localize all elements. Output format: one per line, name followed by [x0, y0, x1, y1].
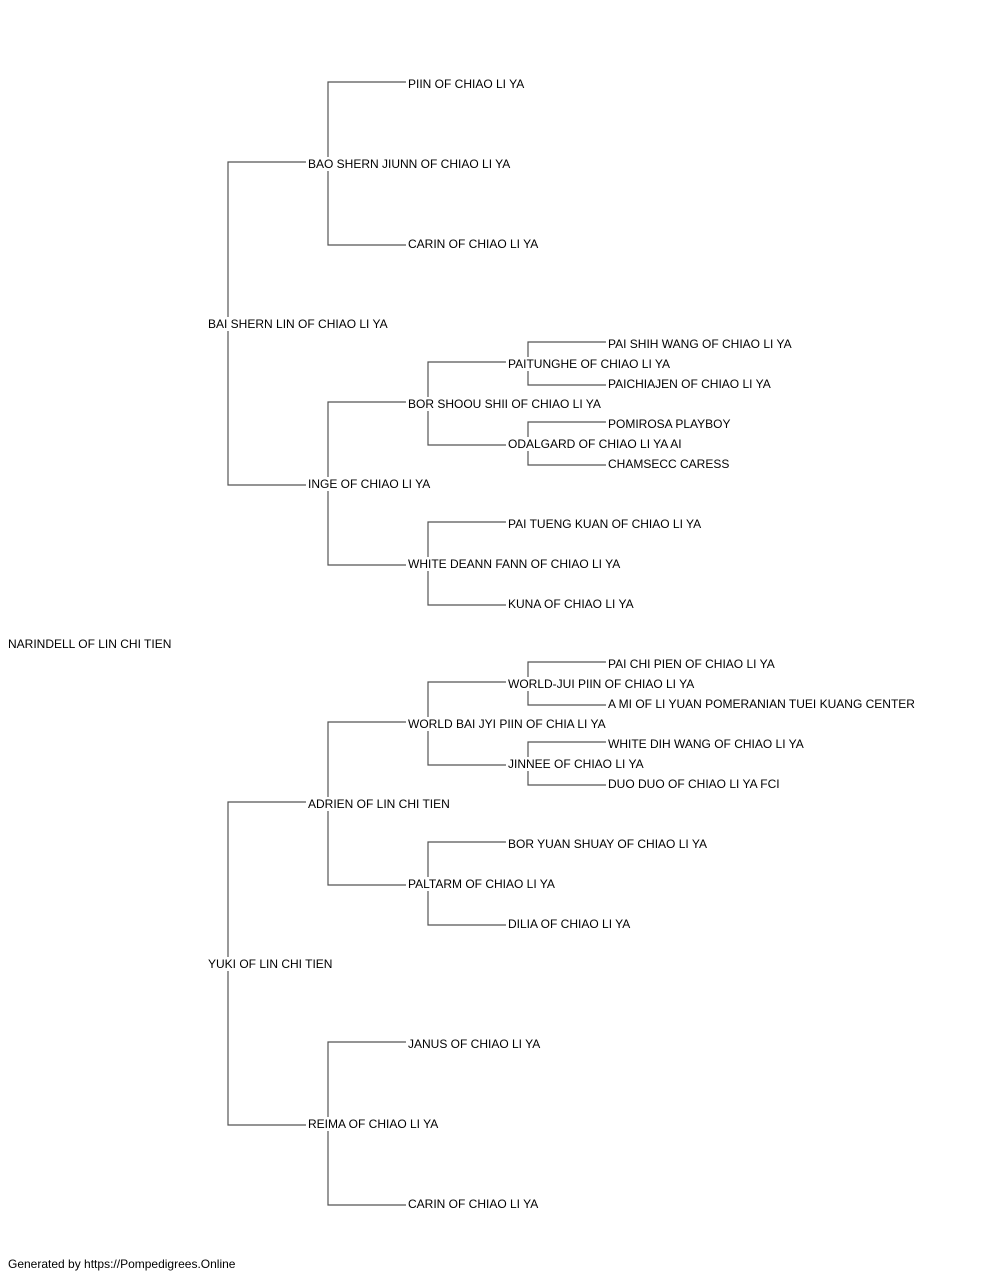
dam-sire-dam: PALTARM OF CHIAO LI YA — [407, 877, 556, 891]
dam-dam-sire: JANUS OF CHIAO LI YA — [407, 1037, 542, 1051]
dam-sire-sire: WORLD BAI JYI PIIN OF CHIA LI YA — [407, 717, 607, 731]
dam: YUKI OF LIN CHI TIEN — [207, 957, 334, 971]
sire: BAI SHERN LIN OF CHIAO LI YA — [207, 317, 389, 331]
sire-dam-sire: BOR SHOOU SHII OF CHIAO LI YA — [407, 397, 602, 411]
sire-dam-sire-dam: ODALGARD OF CHIAO LI YA AI — [507, 437, 683, 451]
dam-dam: REIMA OF CHIAO LI YA — [307, 1117, 440, 1131]
sire-dam-sire-sire: PAITUNGHE OF CHIAO LI YA — [507, 357, 672, 371]
gen5-node-7: WHITE DIH WANG OF CHIAO LI YA — [607, 737, 805, 751]
dam-sire-sire-sire: WORLD-JUI PIIN OF CHIAO LI YA — [507, 677, 696, 691]
dam-dam-dam: CARIN OF CHIAO LI YA — [407, 1197, 540, 1211]
subject-dog: NARINDELL OF LIN CHI TIEN — [7, 637, 173, 651]
gen5-node-4: CHAMSECC CARESS — [607, 457, 731, 471]
sire-dam: INGE OF CHIAO LI YA — [307, 477, 432, 491]
sire-dam-dam: WHITE DEANN FANN OF CHIAO LI YA — [407, 557, 622, 571]
generator-credit: Generated by https://Pompedigrees.Online — [8, 1257, 236, 1271]
gen5-node-5: PAI CHI PIEN OF CHIAO LI YA — [607, 657, 776, 671]
gen5-node-2: PAICHIAJEN OF CHIAO LI YA — [607, 377, 772, 391]
gen5-node-8: DUO DUO OF CHIAO LI YA FCI — [607, 777, 781, 791]
sire-sire: BAO SHERN JIUNN OF CHIAO LI YA — [307, 157, 512, 171]
dam-sire-dam-sire: BOR YUAN SHUAY OF CHIAO LI YA — [507, 837, 708, 851]
sire-dam-dam-sire: PAI TUENG KUAN OF CHIAO LI YA — [507, 517, 703, 531]
dam-sire-dam-dam: DILIA OF CHIAO LI YA — [507, 917, 632, 931]
sire-dam-dam-dam: KUNA OF CHIAO LI YA — [507, 597, 635, 611]
sire-sire-sire: PIIN OF CHIAO LI YA — [407, 77, 526, 91]
sire-sire-dam: CARIN OF CHIAO LI YA — [407, 237, 540, 251]
gen5-node-6: A MI OF LI YUAN POMERANIAN TUEI KUANG CE… — [607, 697, 916, 711]
dam-sire-sire-dam: JINNEE OF CHIAO LI YA — [507, 757, 645, 771]
gen5-node-1: PAI SHIH WANG OF CHIAO LI YA — [607, 337, 793, 351]
gen5-node-3: POMIROSA PLAYBOY — [607, 417, 732, 431]
dam-sire: ADRIEN OF LIN CHI TIEN — [307, 797, 451, 811]
